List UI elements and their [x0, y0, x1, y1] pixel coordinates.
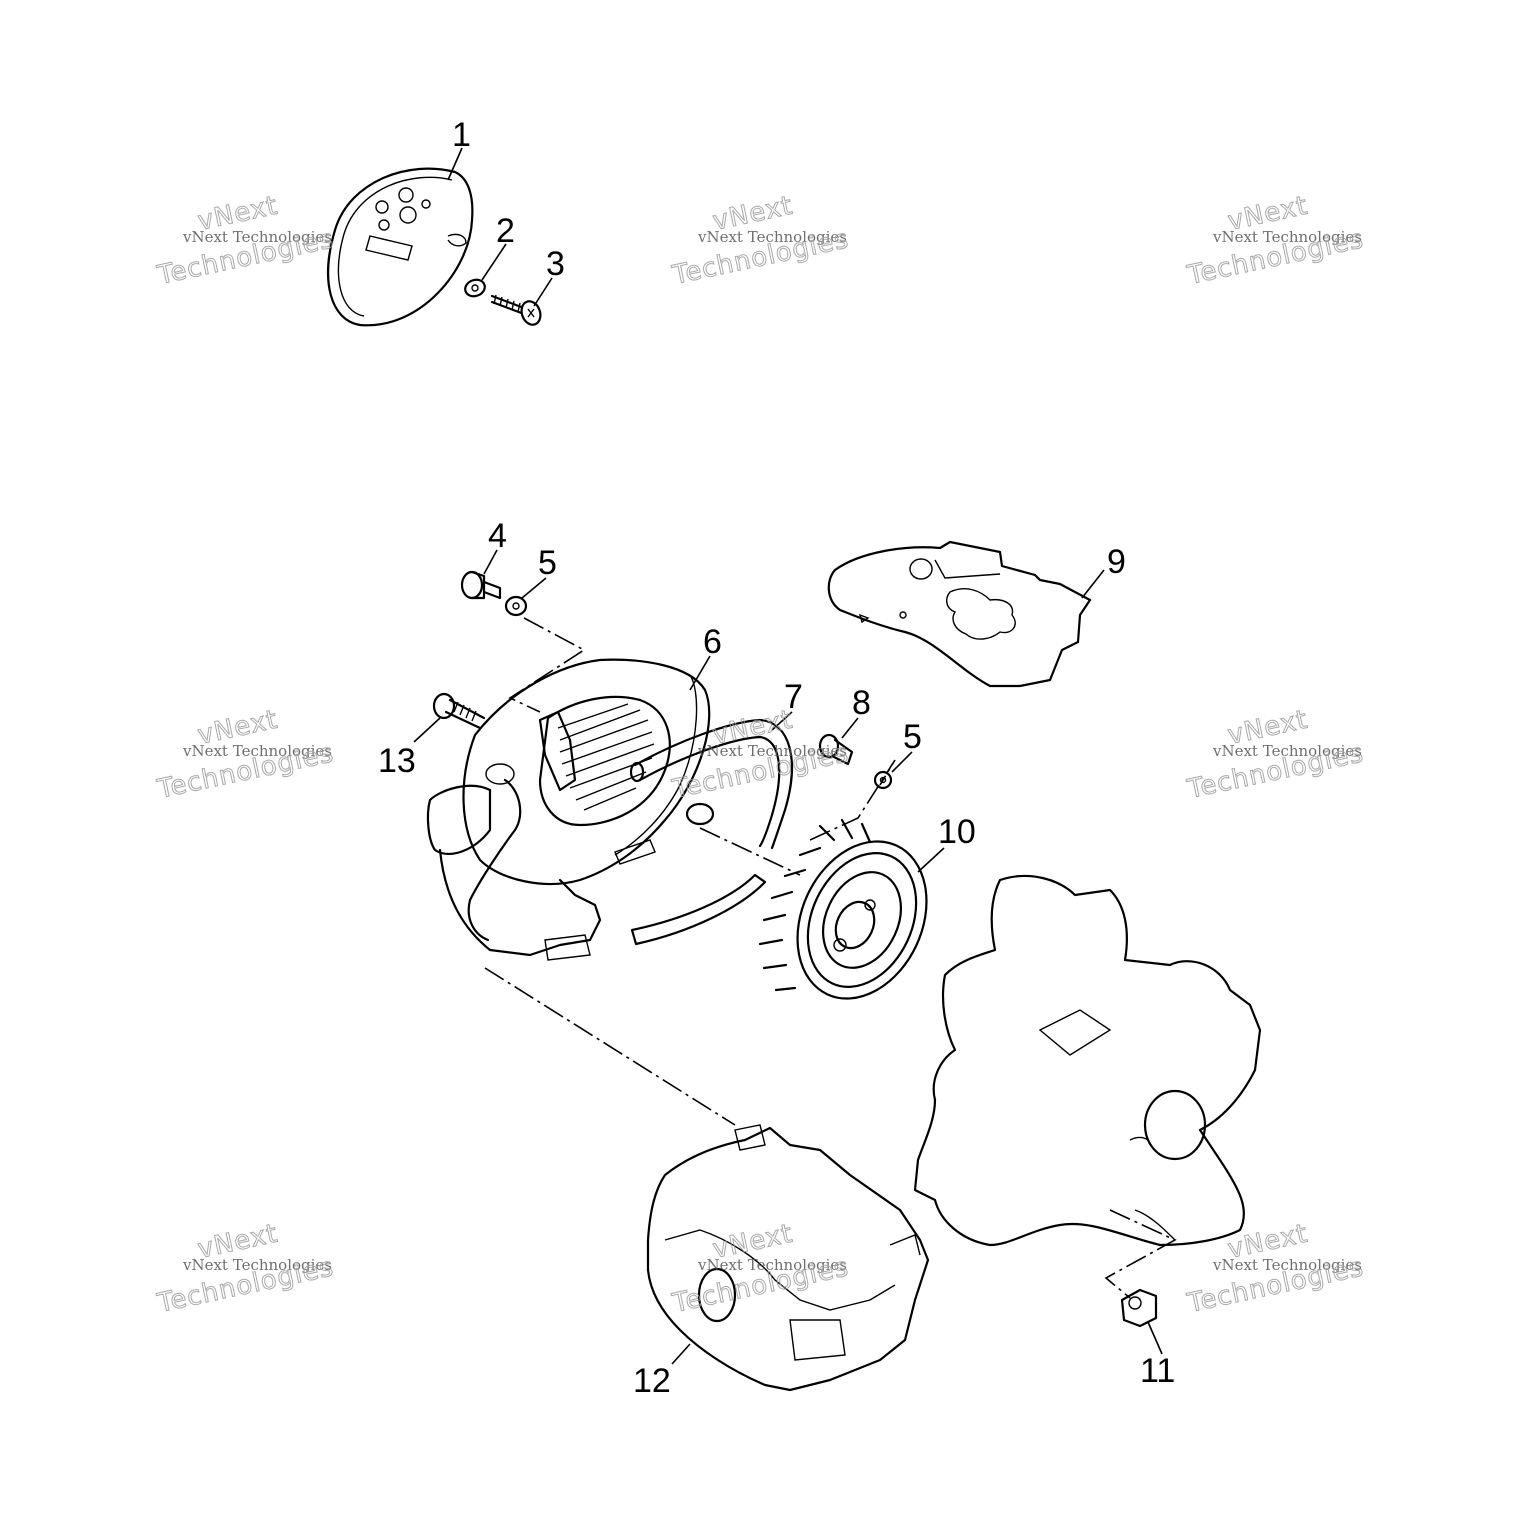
- callout-12: 12: [633, 1362, 671, 1400]
- watermark-small: vNext Technologies: [182, 1256, 332, 1274]
- watermark-1: vNext vNext Technologies Technologies: [154, 190, 337, 291]
- callout-11: 11: [1140, 1352, 1175, 1390]
- watermark-5: vNext vNext Technologies Technologies: [669, 704, 852, 805]
- watermarks: vNext vNext Technologies Technologies vN…: [154, 190, 1367, 1319]
- watermark-6: vNext vNext Technologies Technologies: [1184, 704, 1367, 805]
- callout-7: 7: [784, 678, 803, 716]
- callout-10: 10: [938, 813, 976, 851]
- callout-6: 6: [703, 623, 722, 661]
- watermark-4: vNext vNext Technologies Technologies: [154, 704, 337, 805]
- callout-8: 8: [852, 684, 871, 722]
- part-5-washer-lower: [873, 770, 893, 790]
- watermark-9: vNext vNext Technologies Technologies: [1184, 1218, 1367, 1319]
- callout-13: 13: [378, 742, 416, 780]
- leader-lines: [413, 147, 1177, 1365]
- engine-block: [913, 874, 1262, 1247]
- callout-9: 9: [1107, 543, 1126, 581]
- part-12-cylinder-cover: [646, 1124, 930, 1392]
- watermark-small: vNext Technologies: [697, 1256, 847, 1274]
- watermark-2: vNext vNext Technologies Technologies: [669, 190, 852, 291]
- callout-2: 2: [496, 212, 515, 250]
- watermark-3: vNext vNext Technologies Technologies: [1184, 190, 1367, 291]
- watermark-small: vNext Technologies: [1212, 742, 1362, 760]
- callout-3: 3: [546, 245, 565, 283]
- part-6-fan-housing: [426, 658, 715, 961]
- part-4-bolt: [460, 570, 502, 600]
- callout-5-top: 5: [538, 544, 557, 582]
- callout-4: 4: [488, 517, 507, 555]
- part-5-washer-top: [504, 595, 528, 617]
- callout-5-lower: 5: [903, 718, 922, 756]
- part-10-flywheel: [758, 818, 928, 1000]
- callout-labels: 1 2 3 4 5 6 7 8 5 9 10 11 12 13: [378, 116, 1175, 1400]
- part-11-nut: [1120, 1288, 1158, 1328]
- part-2-washer: [464, 278, 486, 298]
- watermark-small: vNext Technologies: [182, 742, 332, 760]
- part-8-bolt: [818, 733, 854, 766]
- watermark-small: vNext Technologies: [182, 228, 332, 246]
- callout-1: 1: [452, 116, 471, 154]
- watermark-small: vNext Technologies: [697, 228, 847, 246]
- watermark-small: vNext Technologies: [1212, 228, 1362, 246]
- watermark-small: vNext Technologies: [1212, 1256, 1362, 1274]
- part-9-gasket: [827, 540, 1092, 688]
- watermark-small: vNext Technologies: [697, 742, 847, 760]
- part-7-hose: [629, 718, 793, 946]
- part-13-screw: [432, 692, 486, 730]
- watermark-8: vNext vNext Technologies Technologies: [669, 1218, 852, 1319]
- part-1-cover-plate: [327, 167, 474, 327]
- watermark-7: vNext vNext Technologies Technologies: [154, 1218, 337, 1319]
- part-3-screw: [490, 294, 542, 326]
